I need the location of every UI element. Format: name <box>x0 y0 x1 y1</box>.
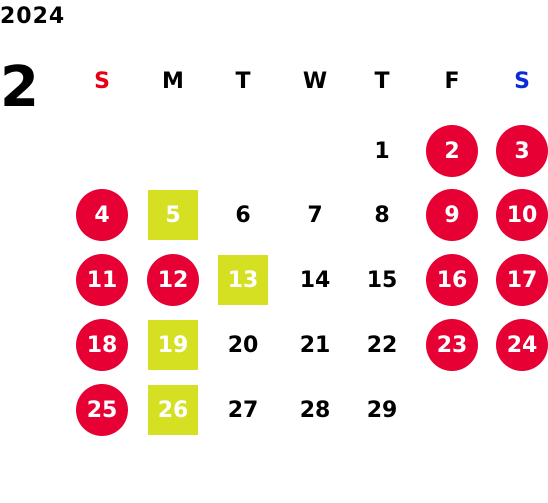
day-cell-thursday: 8 <box>352 188 412 242</box>
day-number: 18 <box>76 319 128 371</box>
day-number: 26 <box>148 385 198 435</box>
day-cell-tuesday: 6 <box>213 188 273 242</box>
day-number: 15 <box>366 267 398 293</box>
day-number: 24 <box>496 319 548 371</box>
day-number: 17 <box>496 254 548 306</box>
day-cell-tuesday: 27 <box>213 383 273 437</box>
day-cell-wednesday: 21 <box>285 318 345 372</box>
day-cell-saturday: 24 <box>492 318 548 372</box>
day-number: 27 <box>227 397 259 423</box>
calendar-year: 2024 <box>0 4 66 29</box>
day-number: 8 <box>374 202 390 228</box>
day-number: 19 <box>148 320 198 370</box>
day-number: 29 <box>366 397 398 423</box>
calendar-month: 2 <box>0 55 39 120</box>
day-number: 7 <box>307 202 323 228</box>
day-cell-monday: 12 <box>143 253 203 307</box>
day-cell-sunday: 4 <box>72 188 132 242</box>
day-number: 1 <box>374 138 390 164</box>
weekday-header-wednesday: W <box>302 69 328 94</box>
day-cell-wednesday: 7 <box>285 188 345 242</box>
day-cell-friday: 23 <box>422 318 482 372</box>
day-cell-friday: 16 <box>422 253 482 307</box>
day-cell-monday: 26 <box>143 383 203 437</box>
day-number: 25 <box>76 384 128 436</box>
day-cell-wednesday: 14 <box>285 253 345 307</box>
day-cell-thursday: 1 <box>352 124 412 178</box>
day-cell-sunday: 25 <box>72 383 132 437</box>
day-number: 14 <box>299 267 331 293</box>
day-number: 22 <box>366 332 398 358</box>
day-cell-monday: 19 <box>143 318 203 372</box>
weekday-header-sunday: S <box>94 69 110 94</box>
day-cell-saturday: 17 <box>492 253 548 307</box>
day-cell-tuesday: 13 <box>213 253 273 307</box>
day-cell-saturday: 10 <box>492 188 548 242</box>
day-number: 13 <box>218 255 268 305</box>
day-number: 4 <box>76 189 128 241</box>
day-cell-wednesday: 28 <box>285 383 345 437</box>
day-number: 23 <box>426 319 478 371</box>
day-cell-thursday: 15 <box>352 253 412 307</box>
weekday-header-thursday: T <box>374 69 390 94</box>
day-number: 5 <box>148 190 198 240</box>
day-number: 9 <box>426 189 478 241</box>
weekday-header-saturday: S <box>514 69 530 94</box>
day-cell-thursday: 22 <box>352 318 412 372</box>
weekday-header-tuesday: T <box>235 69 251 94</box>
day-cell-sunday: 18 <box>72 318 132 372</box>
day-number: 12 <box>147 254 199 306</box>
day-number: 28 <box>299 397 331 423</box>
day-number: 10 <box>496 189 548 241</box>
day-number: 3 <box>496 125 548 177</box>
day-cell-sunday: 11 <box>72 253 132 307</box>
day-cell-saturday: 3 <box>492 124 548 178</box>
day-number: 2 <box>426 125 478 177</box>
weekday-header-friday: F <box>444 69 460 94</box>
day-number: 11 <box>76 254 128 306</box>
day-cell-thursday: 29 <box>352 383 412 437</box>
day-cell-monday: 5 <box>143 188 203 242</box>
day-cell-tuesday: 20 <box>213 318 273 372</box>
day-number: 21 <box>299 332 331 358</box>
day-cell-friday: 9 <box>422 188 482 242</box>
weekday-header-monday: M <box>162 69 184 94</box>
day-number: 16 <box>426 254 478 306</box>
day-number: 20 <box>227 332 259 358</box>
day-number: 6 <box>235 202 251 228</box>
day-cell-friday: 2 <box>422 124 482 178</box>
